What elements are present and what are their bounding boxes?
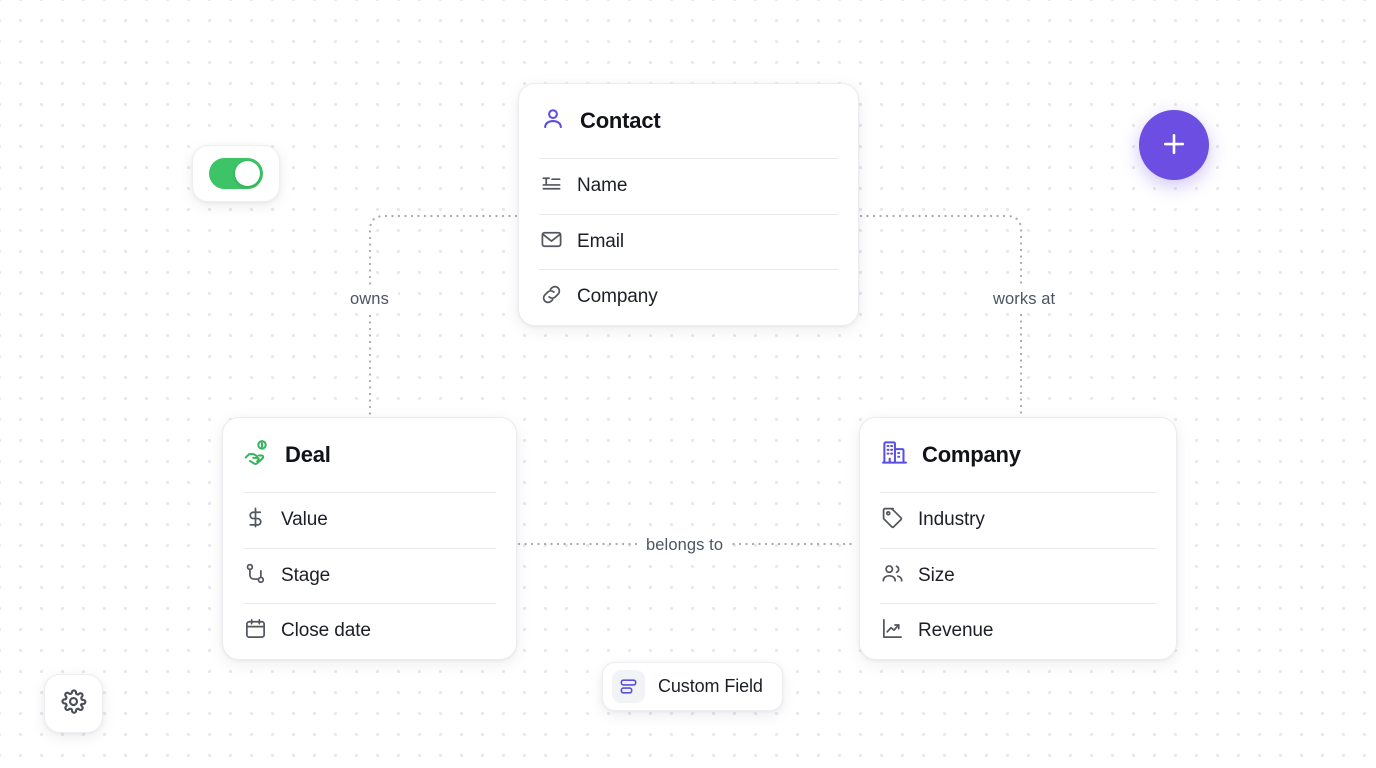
entity-card-contact[interactable]: Contact Name Email <box>518 83 859 326</box>
card-header-contact: Contact <box>519 84 858 158</box>
card-divider <box>880 547 1156 549</box>
dollar-sign-icon <box>244 506 267 534</box>
connector-label-owns: owns <box>341 287 398 312</box>
waypoints-icon <box>244 562 267 590</box>
field-label: Close date <box>281 620 371 642</box>
connector-works-at <box>859 214 1023 419</box>
field-label: Value <box>281 509 328 531</box>
field-row-company[interactable]: Company <box>519 270 858 325</box>
card-divider <box>880 603 1156 604</box>
field-label: Company <box>577 286 658 308</box>
envelope-icon <box>540 228 563 256</box>
field-row-stage[interactable]: Stage <box>223 549 516 604</box>
add-entity-button[interactable] <box>1139 110 1209 180</box>
card-divider <box>243 603 496 604</box>
link-icon <box>540 283 563 311</box>
tag-icon <box>881 506 904 534</box>
trending-up-icon <box>881 617 904 645</box>
field-row-size[interactable]: Size <box>860 549 1176 604</box>
card-divider <box>539 213 838 215</box>
connector-label-works-at: works at <box>984 287 1065 312</box>
building-icon <box>881 439 908 471</box>
connector-label-belongs-to: belongs to <box>637 533 733 558</box>
card-divider <box>243 492 496 493</box>
calendar-icon <box>244 617 267 645</box>
connector-owns <box>368 214 518 419</box>
card-title-company: Company <box>922 442 1021 467</box>
field-label: Email <box>577 230 625 252</box>
field-row-email[interactable]: Email <box>519 215 858 270</box>
toggle-switch-icon[interactable] <box>209 158 263 189</box>
user-icon <box>540 106 566 137</box>
field-label: Stage <box>281 564 331 586</box>
users-icon <box>881 562 904 590</box>
toggle-panel[interactable] <box>192 145 280 202</box>
field-row-close-date[interactable]: Close date <box>223 604 516 659</box>
field-row-value[interactable]: Value <box>223 493 516 548</box>
gear-icon[interactable] <box>60 688 87 720</box>
settings-button[interactable] <box>44 674 103 733</box>
field-row-industry[interactable]: Industry <box>860 493 1176 548</box>
custom-field-chip[interactable]: Custom Field <box>602 662 783 711</box>
card-title-contact: Contact <box>580 108 661 133</box>
field-label: Size <box>918 564 955 586</box>
card-header-deal: Deal <box>223 418 516 492</box>
field-label: Revenue <box>918 620 994 642</box>
custom-field-icon <box>612 670 645 703</box>
card-divider <box>243 547 496 549</box>
custom-field-label: Custom Field <box>658 676 763 696</box>
field-row-revenue[interactable]: Revenue <box>860 604 1176 659</box>
entity-card-company[interactable]: Company Industry Size <box>859 417 1177 660</box>
plus-icon <box>1159 129 1189 162</box>
text-heading-icon <box>540 172 563 200</box>
card-header-company: Company <box>860 418 1176 492</box>
field-row-name[interactable]: Name <box>519 159 858 214</box>
card-divider <box>539 269 838 270</box>
field-label: Name <box>577 175 628 197</box>
hand-coins-icon <box>244 439 271 471</box>
card-title-deal: Deal <box>285 442 331 467</box>
field-label: Industry <box>918 509 985 531</box>
card-divider <box>880 492 1156 493</box>
entity-card-deal[interactable]: Deal Value Stage <box>222 417 517 660</box>
toggle-knob <box>235 161 260 186</box>
card-divider <box>539 158 838 159</box>
